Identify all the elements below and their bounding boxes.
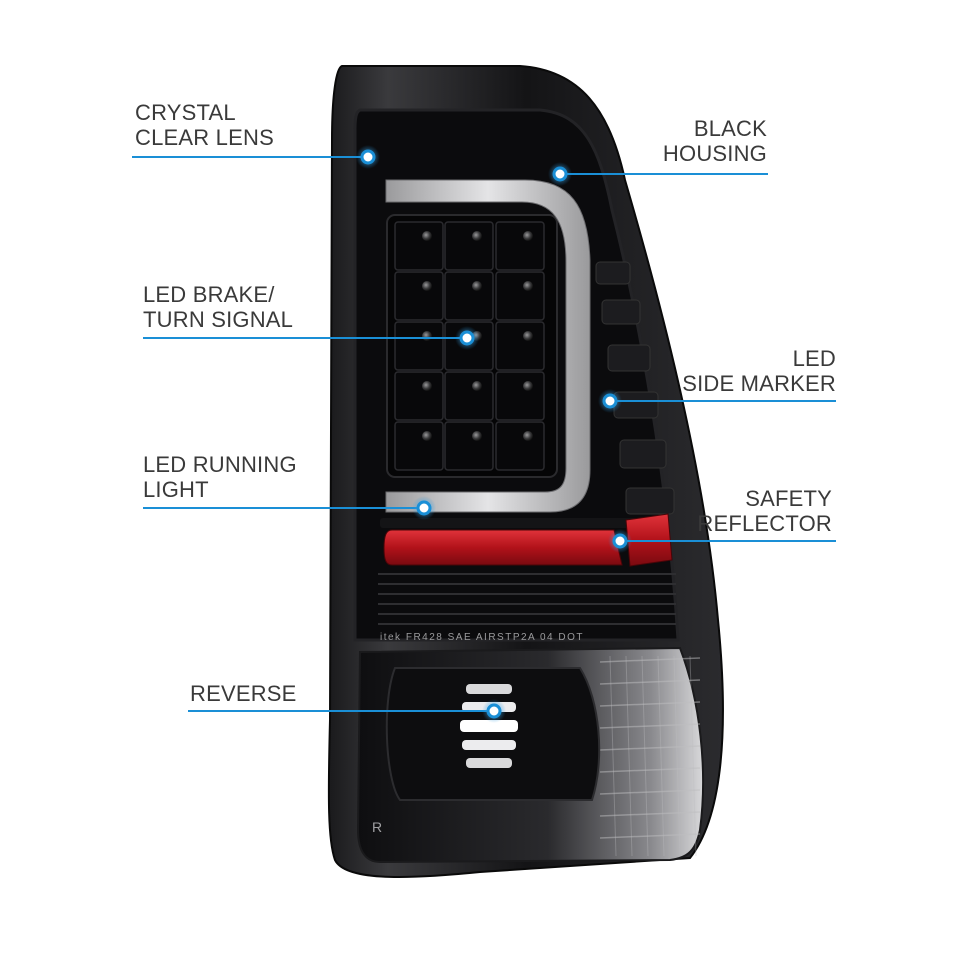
led-cell (495, 321, 545, 371)
label-reverse: REVERSE (190, 681, 297, 706)
led-bulb (523, 431, 533, 441)
lens-facet-line (689, 655, 697, 857)
lens-facet-line (609, 655, 617, 857)
label-led-brake-turn-signal: LED BRAKE/ TURN SIGNAL (143, 282, 294, 332)
led-bulb (422, 281, 432, 291)
callout-lines (132, 156, 836, 712)
led-bulb (472, 381, 482, 391)
label-led-running-light: LED RUNNING LIGHT (143, 452, 297, 502)
led-bulb (422, 431, 432, 441)
led-cell (495, 271, 545, 321)
led-cell (444, 271, 494, 321)
led-running-light-bar (385, 179, 591, 513)
led-cell (394, 321, 444, 371)
lens-facet-line (599, 679, 701, 685)
callout-dots (356, 145, 632, 723)
led-bulb (523, 281, 533, 291)
callout-dot-led-side-marker (602, 393, 618, 409)
led-cell (394, 221, 444, 271)
led-bulb (472, 231, 482, 241)
led-bulb (422, 231, 432, 241)
safety-reflector (383, 529, 623, 566)
ribbed-band (378, 573, 676, 625)
lens-facet-line (657, 655, 665, 857)
led-cell (495, 371, 545, 421)
led-cell (495, 421, 545, 471)
led-cell (394, 421, 444, 471)
lens-facet-line (673, 655, 681, 857)
callout-dot-led-running-light (416, 500, 432, 516)
lens-facet-line (599, 767, 701, 773)
callout-dot-led-brake (459, 330, 475, 346)
led-cell (495, 221, 545, 271)
led-cell (444, 371, 494, 421)
lens-facet-line (599, 833, 701, 839)
r-mark: R (372, 819, 382, 835)
side-marker-fins (595, 261, 675, 515)
led-bulb (523, 231, 533, 241)
lens-facet-line (641, 655, 649, 857)
led-grid (394, 221, 545, 471)
led-bulb (472, 431, 482, 441)
led-bulb (472, 281, 482, 291)
lens-facet-line (599, 723, 701, 729)
lens-facet-line (599, 789, 701, 795)
callout-dot-black-housing (552, 166, 568, 182)
led-cell (444, 421, 494, 471)
led-cell (394, 371, 444, 421)
label-black-housing: BLACK HOUSING (662, 116, 767, 166)
led-bulb (523, 381, 533, 391)
led-bulb (523, 331, 533, 341)
lens-facet-line (599, 657, 701, 663)
lens-facet-line (599, 701, 701, 707)
lens-facet-line (625, 655, 633, 857)
lens-facet-line (599, 811, 701, 817)
callout-dot-safety-reflector (612, 533, 628, 549)
label-led-side-marker: LED SIDE MARKER (682, 346, 836, 396)
led-cell (444, 221, 494, 271)
callout-dot-crystal-clear-lens (360, 149, 376, 165)
trim-strip (380, 518, 664, 528)
label-safety-reflector: SAFETY REFLECTOR (697, 486, 832, 536)
led-bulb (422, 381, 432, 391)
led-bulb (422, 331, 432, 341)
lens-facets (599, 655, 701, 857)
led-cell (394, 271, 444, 321)
dot-code-text: itek FR428 SAE AIRSTP2A 04 DOT (380, 632, 584, 643)
callout-dot-reverse (486, 703, 502, 719)
lens-facet-line (599, 745, 701, 751)
label-crystal-clear-lens: CRYSTAL CLEAR LENS (135, 100, 274, 150)
